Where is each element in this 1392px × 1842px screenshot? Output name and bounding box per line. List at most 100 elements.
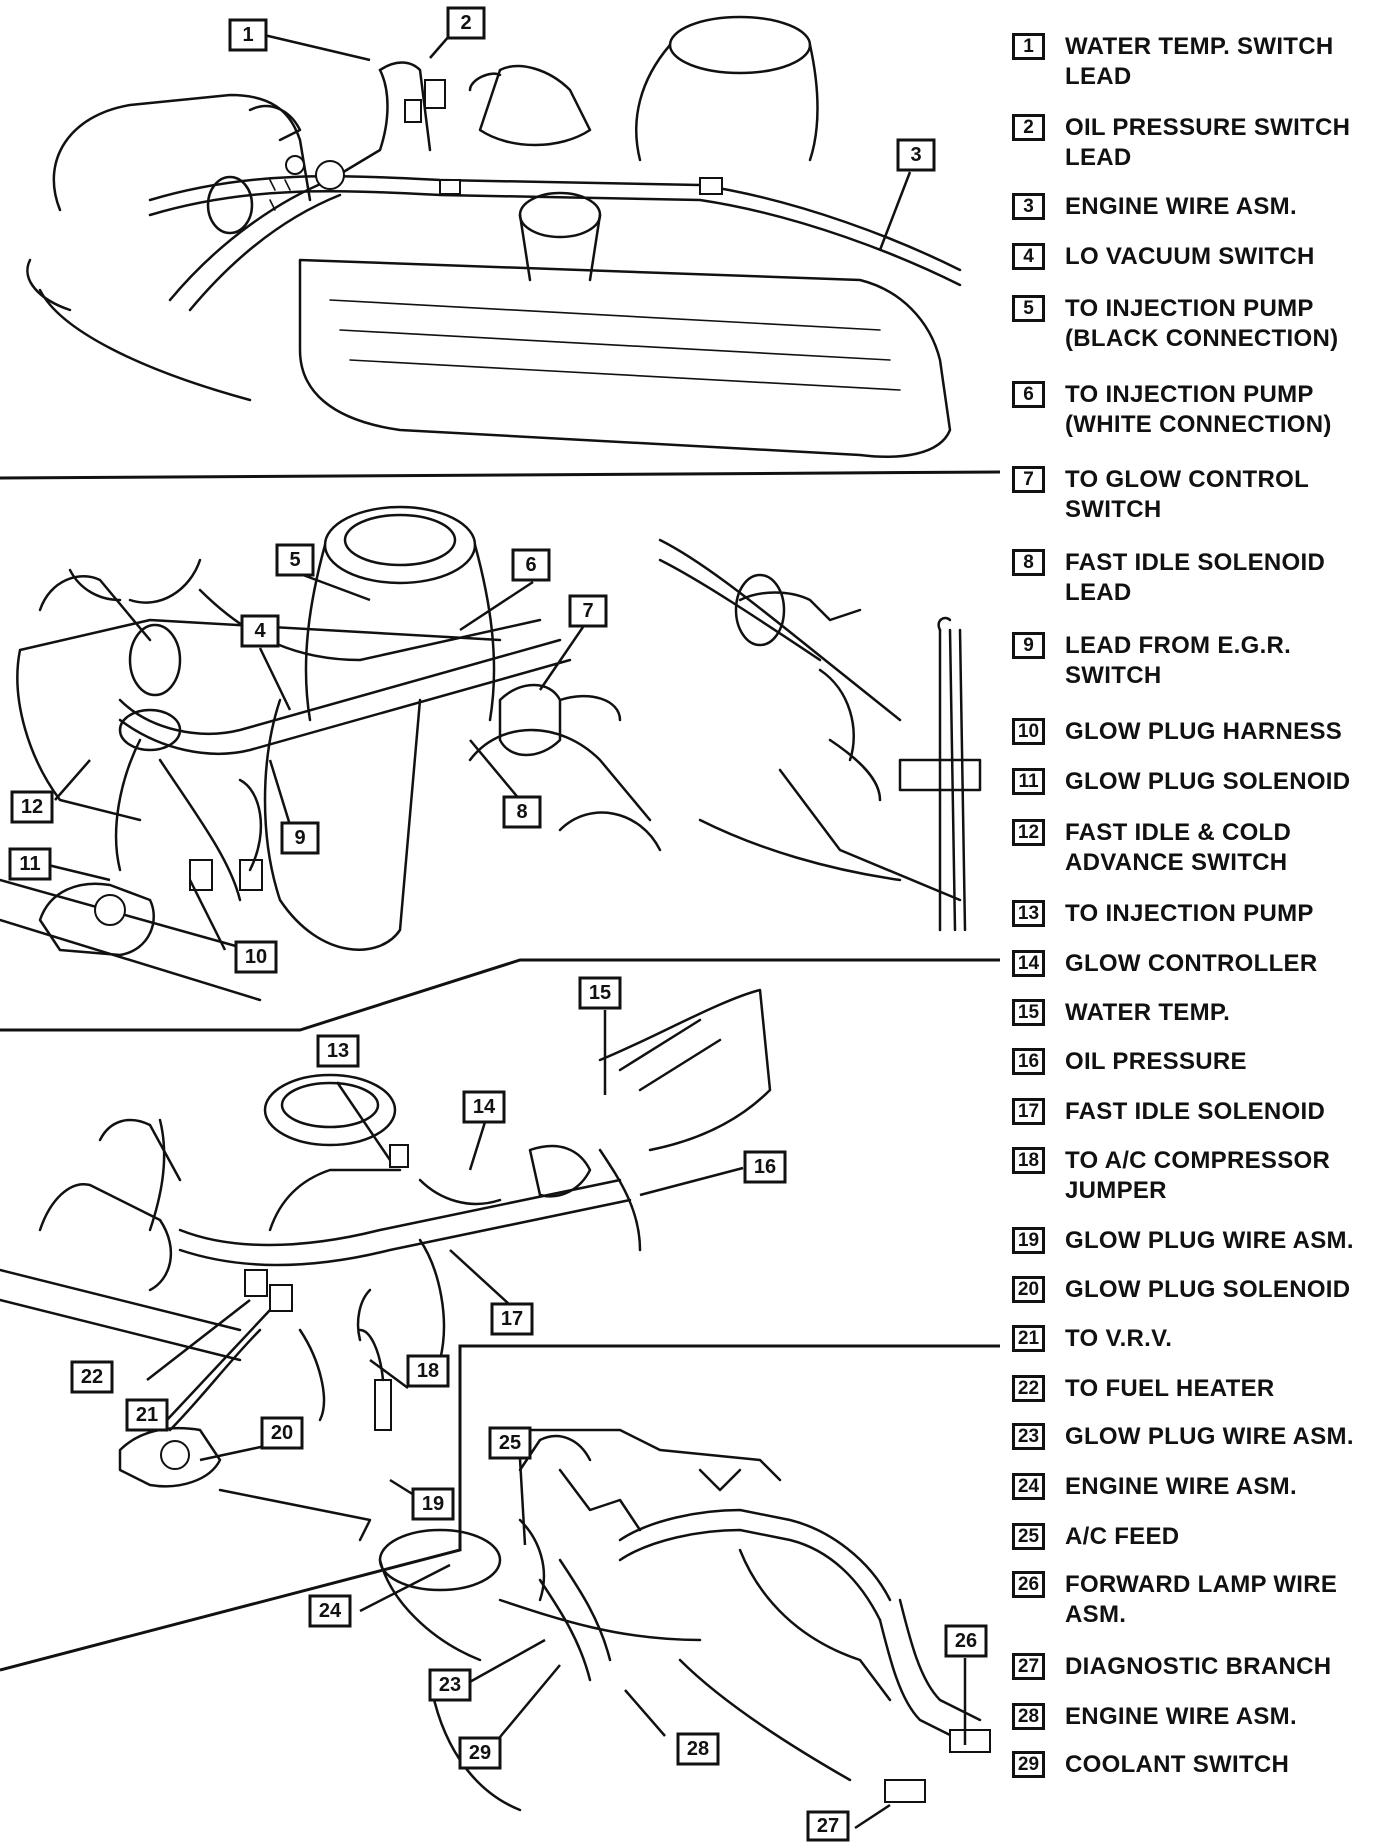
legend-number: 14 [1012, 950, 1045, 977]
legend-number: 20 [1012, 1276, 1045, 1303]
callout-9-label: 9 [294, 827, 305, 849]
legend-label: OIL PRESSURE [1065, 1048, 1247, 1075]
legend-number: 15 [1012, 999, 1045, 1026]
legend-label: TO INJECTION PUMP [1065, 900, 1314, 927]
legend-number: 24 [1012, 1473, 1045, 1500]
callout-13: 13 [316, 1034, 360, 1068]
callout-28: 28 [676, 1732, 720, 1766]
legend-number: 3 [1012, 193, 1045, 220]
callout-1-label: 1 [242, 24, 253, 46]
legend-item-7: 7 TO GLOW CONTROL SWITCH [1012, 465, 1382, 525]
legend-label: WATER TEMP. [1065, 999, 1231, 1026]
legend-label: FAST IDLE SOLENOID LEAD [1065, 549, 1326, 606]
legend-number: 1 [1012, 33, 1045, 60]
legend-label: WATER TEMP. SWITCH LEAD [1065, 33, 1334, 90]
panel-borders [0, 470, 1000, 1672]
legend-label: GLOW PLUG HARNESS [1065, 718, 1343, 745]
legend-item-26: 26 FORWARD LAMP WIRE ASM. [1012, 1570, 1382, 1630]
callout-26: 26 [944, 1624, 988, 1658]
callout-28-label: 28 [687, 1738, 709, 1760]
legend-item-15: 15 WATER TEMP. [1012, 998, 1382, 1028]
panel-1-engine-top [26, 15, 962, 458]
callout-6-label: 6 [525, 554, 536, 576]
legend-item-1: 1 WATER TEMP. SWITCH LEAD [1012, 32, 1382, 92]
panel-3-engine-right [0, 988, 772, 1542]
legend-number: 4 [1012, 243, 1045, 270]
legend-label: TO GLOW CONTROL SWITCH [1065, 466, 1310, 523]
callout-20: 20 [260, 1416, 304, 1450]
panel-2-engine-left [0, 505, 982, 1002]
legend-number: 26 [1012, 1571, 1045, 1598]
legend-number: 11 [1012, 768, 1045, 795]
legend-label: LO VACUUM SWITCH [1065, 243, 1315, 270]
legend-label: TO INJECTION PUMP (BLACK CONNECTION) [1065, 295, 1339, 352]
legend-item-5: 5 TO INJECTION PUMP (BLACK CONNECTION) [1012, 294, 1382, 354]
callout-27: 27 [806, 1810, 850, 1842]
legend-label: FORWARD LAMP WIRE ASM. [1065, 1571, 1338, 1628]
callout-14-label: 14 [473, 1096, 496, 1118]
callout-5-label: 5 [289, 549, 300, 571]
callout-16-label: 16 [754, 1156, 776, 1178]
legend-item-4: 4 LO VACUUM SWITCH [1012, 242, 1382, 272]
callout-9: 9 [280, 821, 320, 855]
callout-13-label: 13 [327, 1040, 349, 1062]
callout-20-label: 20 [271, 1422, 293, 1444]
legend-label: A/C FEED [1065, 1523, 1180, 1550]
callout-10: 10 [234, 940, 278, 974]
callout-18-label: 18 [417, 1360, 439, 1382]
callout-17: 17 [490, 1302, 534, 1336]
callout-1: 1 [228, 18, 268, 52]
callout-11: 11 [8, 847, 52, 881]
callout-15-label: 15 [589, 982, 611, 1004]
legend-number: 8 [1012, 549, 1045, 576]
callout-23: 23 [428, 1668, 472, 1702]
callout-29-label: 29 [469, 1742, 491, 1764]
legend-number: 7 [1012, 466, 1045, 493]
legend-number: 6 [1012, 381, 1045, 408]
legend-label: TO V.R.V. [1065, 1325, 1173, 1352]
callout-14: 14 [462, 1090, 506, 1124]
callout-4: 4 [240, 614, 280, 648]
legend-label: TO INJECTION PUMP (WHITE CONNECTION) [1065, 381, 1332, 438]
legend-number: 21 [1012, 1325, 1045, 1352]
legend-label: COOLANT SWITCH [1065, 1751, 1290, 1778]
callout-24: 24 [308, 1594, 352, 1628]
legend-label: GLOW PLUG SOLENOID [1065, 1276, 1351, 1303]
callout-21: 21 [125, 1398, 169, 1432]
legend-number: 18 [1012, 1147, 1045, 1174]
legend-label: TO FUEL HEATER [1065, 1375, 1275, 1402]
leader-lines [47, 33, 967, 1830]
callout-8: 8 [502, 795, 542, 829]
callout-10-label: 10 [245, 946, 267, 968]
callout-19-label: 19 [422, 1493, 444, 1515]
callout-15: 15 [578, 976, 622, 1010]
legend-label: GLOW CONTROLLER [1065, 950, 1318, 977]
callout-4-label: 4 [254, 620, 266, 642]
legend-number: 27 [1012, 1653, 1045, 1680]
legend-label: GLOW PLUG WIRE ASM. [1065, 1423, 1354, 1450]
callout-25: 25 [488, 1426, 532, 1460]
callout-2-label: 2 [460, 12, 471, 34]
callout-24-label: 24 [319, 1600, 342, 1622]
legend-number: 5 [1012, 295, 1045, 322]
callout-18: 18 [406, 1354, 450, 1388]
legend-label: OIL PRESSURE SWITCH LEAD [1065, 114, 1351, 171]
callout-27-label: 27 [817, 1815, 839, 1837]
callout-2: 2 [446, 6, 486, 40]
callout-22: 22 [70, 1360, 114, 1394]
panel-4-front [378, 1428, 991, 1812]
legend-number: 9 [1012, 632, 1045, 659]
